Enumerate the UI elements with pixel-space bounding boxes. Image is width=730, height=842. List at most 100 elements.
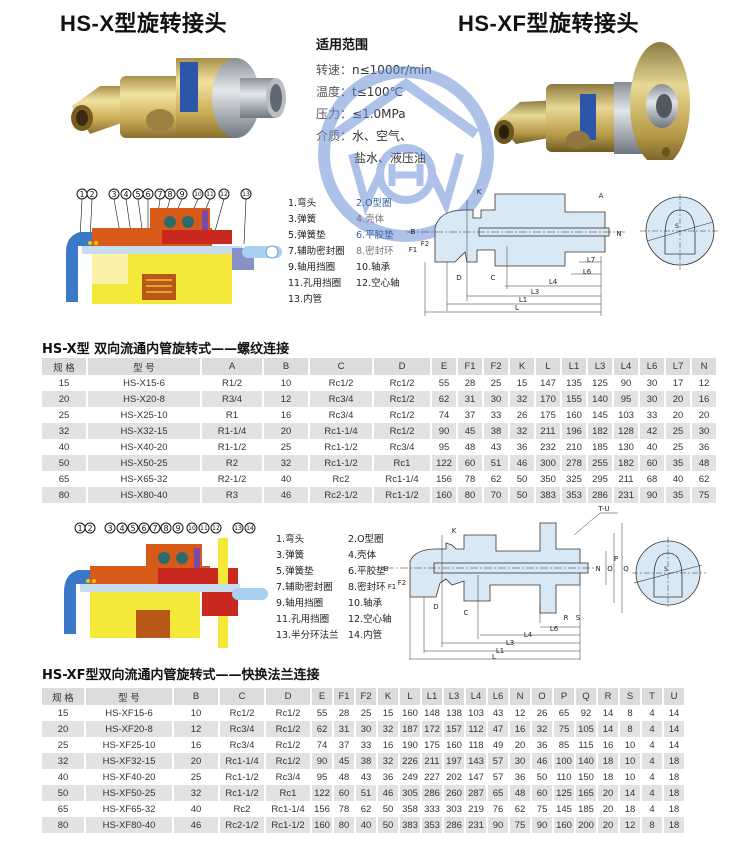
part-label: 5.弹簧垫 (288, 230, 326, 241)
table-cell: 20 (602, 803, 614, 815)
table-cell: 30 (640, 391, 664, 407)
table-cell: 40 (672, 473, 684, 485)
table-cell: 28 (338, 707, 350, 719)
table-cell: 47 (488, 721, 508, 737)
table-cell: 36 (698, 441, 710, 453)
col-header: U (664, 688, 684, 705)
dim-label: C (491, 274, 496, 282)
table-cell: 105 (576, 721, 596, 737)
table-cell: 211 (536, 423, 560, 439)
hs-xf-dimension-drawing: T-U K B F1 F2 N O P Q D C R S L6 L4 L3 L… (384, 505, 706, 660)
table-cell: 55 (316, 707, 328, 719)
table-cell: 125 (592, 377, 608, 389)
table-cell: 202 (446, 771, 462, 783)
table-cell: 28 (464, 377, 476, 389)
table-cell: 115 (578, 739, 594, 751)
table-cell: 18 (602, 771, 614, 783)
table-cell: 32 (174, 785, 218, 801)
table-cell: 32 (510, 423, 534, 439)
table-cell: 135 (566, 377, 582, 389)
table-cell: Rc2 (233, 803, 251, 815)
table-cell: HS-X20-8 (88, 391, 200, 407)
table-cell: 95 (438, 441, 450, 453)
table-cell: 36 (516, 441, 528, 453)
table-cell: 45 (334, 753, 354, 769)
dim-label: O (607, 565, 613, 573)
table-cell: 92 (580, 707, 592, 719)
col-header: F2 (484, 358, 508, 375)
table-cell: 30 (510, 753, 530, 769)
table-cell: 255 (588, 455, 612, 471)
table-cell: 155 (562, 391, 586, 407)
table-cell: 300 (536, 455, 560, 471)
table-cell: 12 (174, 721, 218, 737)
table-cell: 31 (458, 391, 482, 407)
table-cell: 353 (422, 817, 442, 833)
table-cell: 60 (640, 455, 664, 471)
table-cell: 145 (556, 803, 572, 815)
table-cell: 10 (624, 771, 636, 783)
table-cell: 170 (536, 391, 560, 407)
table-cell: 62 (514, 803, 526, 815)
dim-label: L6 (583, 268, 592, 276)
dim-label: L7 (587, 256, 595, 264)
part-label: 7.辅助密封圈 (288, 246, 345, 257)
dim-label: D (433, 603, 438, 611)
table-cell: Rc3/4 (275, 771, 301, 783)
table-cell: 160 (312, 817, 332, 833)
col-header: L4 (614, 358, 638, 375)
table-cell: 18 (668, 803, 680, 815)
table-cell: 20 (174, 753, 218, 769)
table-cell: 140 (576, 753, 596, 769)
table-cell: HS-X40-20 (120, 441, 168, 453)
table-cell: 4 (649, 803, 655, 815)
table-cell: 40 (280, 473, 292, 485)
table-cell: 48 (510, 785, 530, 801)
table-cell: HS-XF32-15 (86, 753, 172, 769)
table-cell: 33 (490, 409, 502, 421)
table-cell: 231 (466, 817, 486, 833)
table-cell: 50 (382, 803, 394, 815)
col-header: O (532, 688, 552, 705)
table-cell: 50 (516, 473, 528, 485)
table-cell: 147 (540, 377, 556, 389)
hs-xf-cutaway-diagram: 1 2 3 4 5 6 7 8 9 10 11 12 13 14 (64, 522, 268, 648)
dim-label: B (411, 228, 416, 236)
hs-x-parts-list: 1.弯头 2.O型圈 3.弹簧 4.壳体 5.弹簧垫 6.平胶垫 7.辅助密封圈… (288, 196, 424, 308)
svg-text:10: 10 (194, 191, 202, 198)
table-cell: Rc1-1/2 (266, 817, 310, 833)
table-cell: 55 (438, 377, 450, 389)
svg-text:10: 10 (188, 525, 196, 532)
table-cell: 37 (338, 739, 350, 751)
table-cell: 50 (42, 455, 86, 471)
table-cell: 286 (444, 817, 464, 833)
table-cell: 90 (620, 377, 632, 389)
table-cell: 46 (510, 455, 534, 471)
table-cell: 26 (536, 707, 548, 719)
table-cell: 50 (42, 785, 84, 801)
table-cell: 20 (672, 409, 684, 421)
table-cell: 46 (264, 487, 308, 503)
table-cell: 36 (382, 771, 394, 783)
table-cell: 278 (562, 455, 586, 471)
table-cell: 33 (360, 739, 372, 751)
table-cell: 32 (264, 455, 308, 471)
table-cell: 4 (642, 753, 662, 769)
table-cell: 68 (646, 473, 658, 485)
table-cell: 232 (540, 441, 556, 453)
dim-label: L3 (531, 288, 539, 296)
table-cell: 46 (378, 785, 398, 801)
table-cell: 35 (666, 455, 690, 471)
dim-label: F1 (409, 246, 417, 254)
svg-text:8: 8 (167, 190, 172, 199)
table-cell: 85 (558, 739, 570, 751)
table-cell: 18 (664, 817, 684, 833)
table-cell: 128 (614, 423, 638, 439)
hs-x-spec-table: 规 格 型 号 A B C D E F1 F2 K L L1 L3 L4 L6 … (40, 358, 718, 503)
